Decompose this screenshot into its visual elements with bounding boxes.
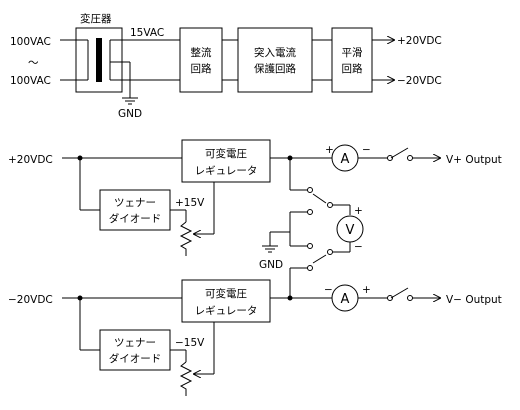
regulator-neg-line1: 可変電圧 xyxy=(205,287,247,300)
transformer-box xyxy=(75,27,123,93)
secondary-voltage-label: 15VAC xyxy=(130,27,164,39)
transformer-label: 変圧器 xyxy=(80,12,112,25)
input-label-bottom: 100VAC xyxy=(10,75,51,87)
regulator-pos-block xyxy=(181,139,271,183)
rectifier-line1: 整流 xyxy=(191,46,212,59)
zener-pos-line1: ツェナー xyxy=(114,197,156,209)
transformer-core xyxy=(96,38,102,82)
smoothing-line2: 回路 xyxy=(342,62,363,75)
ammeter-neg-plus: + xyxy=(362,284,371,296)
zener-pos-block xyxy=(99,189,171,231)
input-label-top: 100VAC xyxy=(10,36,51,48)
zener-pos-ref-label: +15V xyxy=(175,197,205,209)
bus-pos-label: +20VDC xyxy=(8,154,53,166)
inrush-protection-block xyxy=(237,27,313,93)
regulator-pos-line2: レギュレータ xyxy=(195,165,258,177)
smoothing-line1: 平滑 xyxy=(342,47,363,59)
voltmeter-plus: + xyxy=(354,205,363,217)
rectifier-block xyxy=(179,27,223,93)
voltmeter-label: V xyxy=(346,223,355,238)
potentiometer-neg xyxy=(179,361,193,396)
rectifier-line2: 回路 xyxy=(191,62,212,75)
smoothing-block xyxy=(331,27,373,93)
ammeter-neg-minus: − xyxy=(324,284,333,296)
voltmeter-minus: − xyxy=(354,241,363,253)
ammeter-neg-label: A xyxy=(341,292,350,307)
v-pos-output-label: V+ Output xyxy=(446,154,502,166)
bus-neg-label: −20VDC xyxy=(8,294,53,306)
regulator-neg-line2: レギュレータ xyxy=(195,305,258,317)
v-neg-output-label: V− Output xyxy=(446,294,502,306)
zener-neg-line1: ツェナー xyxy=(114,337,156,349)
potentiometer-pos xyxy=(179,221,193,256)
input-tilde: ～ xyxy=(28,57,39,69)
zener-pos-line2: ダイオード xyxy=(109,212,162,225)
output-neg-label: −20VDC xyxy=(397,75,442,87)
regulator-pos-line1: 可変電圧 xyxy=(205,147,247,160)
regulator-neg-block xyxy=(181,279,271,323)
output-pos-label: +20VDC xyxy=(397,35,442,47)
zener-neg-ref-label: −15V xyxy=(175,337,205,349)
output-neg-switch xyxy=(390,287,409,299)
ammeter-pos-label: A xyxy=(341,152,350,167)
gnd-label-meter: GND xyxy=(259,259,283,271)
zener-neg-line2: ダイオード xyxy=(109,352,162,365)
inrush-line2: 保護回路 xyxy=(254,62,296,75)
inrush-line1: 突入電流 xyxy=(254,46,296,59)
ammeter-pos-minus: − xyxy=(362,144,371,156)
gnd-label-top: GND xyxy=(118,108,142,120)
output-pos-switch xyxy=(390,147,409,159)
ammeter-pos-plus: + xyxy=(325,144,334,156)
zener-neg-block xyxy=(99,329,171,371)
